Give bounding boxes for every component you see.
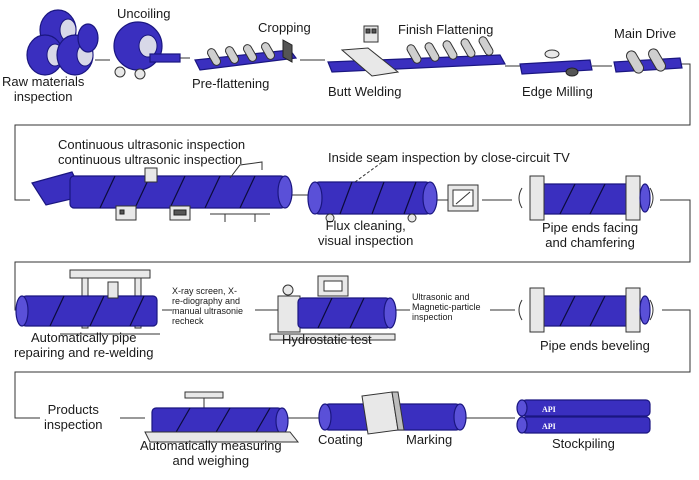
label-pre-flattening: Pre-flattening bbox=[192, 76, 270, 91]
label-uncoiling: Uncoiling bbox=[117, 6, 171, 21]
coating-marking-icon bbox=[318, 391, 467, 435]
measuring-weighing-icon bbox=[144, 391, 300, 443]
cctv-monitor-icon bbox=[447, 184, 479, 212]
pipe-ends-beveling-icon bbox=[518, 287, 654, 333]
label-marking: Marking bbox=[406, 432, 453, 447]
label-hydrostatic-test: Hydrostatic test bbox=[282, 332, 372, 347]
label-continuous-ultrasonic-1: Continuous ultrasonic inspection bbox=[58, 137, 246, 152]
hydrostatic-test-machine-icon bbox=[269, 275, 397, 341]
raw-material-coils-icon bbox=[26, 9, 99, 76]
stockpiled-pipes-icon: API API bbox=[516, 399, 651, 434]
edge-milling-icon bbox=[519, 49, 593, 77]
butt-welding-flattening-icon bbox=[327, 25, 506, 77]
label-measuring-weighing: Automatically measuring and weighing bbox=[140, 438, 282, 468]
label-main-drive: Main Drive bbox=[614, 26, 677, 41]
label-butt-welding: Butt Welding bbox=[328, 84, 402, 99]
forming-ultrasonic-machine-icon bbox=[31, 161, 293, 222]
pre-flattening-rollers-icon bbox=[194, 39, 298, 71]
label-continuous-ultrasonic-2: continuous ultrasonic inspection bbox=[58, 152, 243, 167]
label-inside-seam-inspection: Inside seam inspection by close-circuit … bbox=[328, 150, 570, 165]
label-pipe-ends-facing: Pipe ends facing and chamfering bbox=[542, 220, 639, 250]
api-stamp-bottom: API bbox=[542, 422, 556, 431]
label-finish-flattening: Finish Flattening bbox=[398, 22, 494, 37]
pipe-ends-facing-icon bbox=[518, 175, 654, 221]
main-drive-icon bbox=[613, 48, 683, 74]
uncoiler-icon bbox=[113, 21, 181, 80]
label-pipe-ends-beveling: Pipe ends beveling bbox=[540, 338, 650, 353]
flux-cleaning-pipe-icon bbox=[307, 159, 438, 223]
label-coating: Coating bbox=[318, 432, 363, 447]
label-xray: X-ray screen, X- re-diography and manual… bbox=[172, 286, 244, 326]
label-cropping: Cropping bbox=[258, 20, 311, 35]
label-flux-cleaning: Flux cleaning, visual inspection bbox=[318, 218, 414, 248]
label-products-inspection: Products inspection bbox=[44, 402, 103, 432]
label-stockpiling: Stockpiling bbox=[552, 436, 615, 451]
api-stamp-top: API bbox=[542, 405, 556, 414]
label-raw-materials-inspection: Raw materials inspection bbox=[2, 74, 85, 104]
label-auto-repair: Automatically pipe repairing and re-weld… bbox=[14, 330, 154, 360]
auto-repair-machine-icon bbox=[15, 269, 160, 335]
label-ultrasonic-magnetic: Ultrasonic and Magnetic-particle inspect… bbox=[412, 292, 481, 322]
label-edge-milling: Edge Milling bbox=[522, 84, 593, 99]
